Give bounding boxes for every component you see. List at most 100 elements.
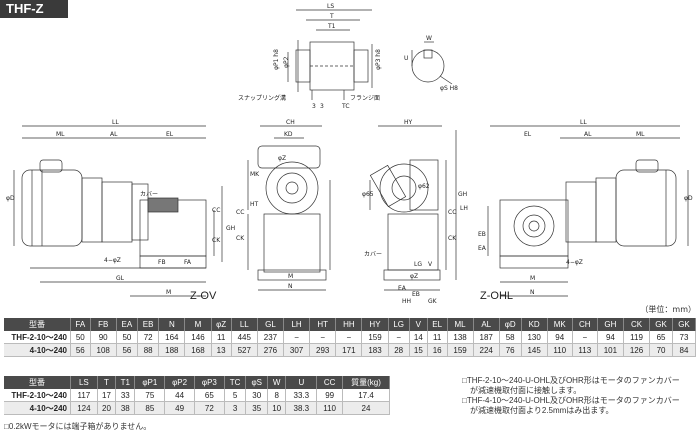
dim-label: AL (584, 131, 592, 138)
cell: 56 (116, 343, 139, 357)
col-header: MK (547, 318, 573, 331)
dim-label: 3 (312, 103, 316, 110)
dim-label: EL (166, 131, 174, 138)
cell: 276 (257, 343, 285, 357)
cell: 17.4 (342, 389, 390, 402)
col-header: KD (521, 318, 548, 331)
dim-label: CC (212, 207, 220, 214)
table-row: 4-10〜240 56 108 56 88 188 168 13 527 276… (4, 343, 697, 357)
dim-label: φ65 (362, 191, 374, 198)
note-line: □THF-2-10〜240-U-OHL及びOHR形はモータのファンカバー (462, 376, 680, 385)
cell: 65 (194, 389, 225, 402)
cell: 164 (158, 331, 186, 344)
col-header: CH (572, 318, 598, 331)
note-line: が減速機取付面より2.5mmはみ出ます。 (462, 406, 614, 415)
dim-label: N (530, 289, 535, 296)
col-header: FA (70, 318, 91, 331)
dim-label: M (530, 275, 535, 282)
cell: − (283, 331, 311, 344)
dim-label: φZ (410, 273, 418, 280)
col-header: W (267, 376, 287, 389)
cell: 65 (649, 331, 673, 344)
col-header: EL (427, 318, 448, 331)
cell: 72 (137, 331, 160, 344)
col-header: N (158, 318, 186, 331)
dim-label: EB (478, 231, 486, 238)
cell: 56 (70, 343, 91, 357)
cell: 73 (672, 331, 697, 344)
dim-label: 3 (320, 103, 324, 110)
cell: 88 (137, 343, 160, 357)
table-row: 4-10〜240 124 20 38 85 49 72 3 35 10 38.3… (4, 401, 390, 415)
spec-table-main: 型番 FA FB EA EB N M φZ LL GL LH HT HH HY … (4, 318, 697, 357)
dim-label: ML (56, 131, 65, 138)
spec-table-shaft: 型番 LS T T1 φP1 φP2 φP3 TC φS W U CC 質量(k… (4, 376, 390, 415)
dim-text: LS T T1 φP1 h8 φP2 φP3 h8 3 3 TC スナップリング… (6, 3, 693, 305)
col-header: GH (597, 318, 624, 331)
col-header: T (97, 376, 117, 389)
dim-label: V (428, 261, 433, 268)
col-header: GK (672, 318, 697, 331)
cell: 130 (521, 331, 548, 344)
cell: 171 (335, 343, 363, 357)
dim-label: T1 (327, 23, 336, 30)
dim-label: φD (684, 195, 693, 202)
dim-label: LL (112, 119, 119, 126)
view-label-ov: Z-OV (190, 290, 217, 302)
col-header: GK (649, 318, 673, 331)
dim-label: カバー (140, 191, 158, 198)
cell: 11 (211, 331, 232, 344)
col-header: 型番 (4, 376, 71, 389)
dim-label: GL (116, 275, 125, 282)
footnote: □0.2kWモータには端子箱がありません。 (4, 422, 152, 431)
dim-label: スナップリング溝 (238, 94, 286, 102)
cell: 293 (309, 343, 337, 357)
dim-label: U (404, 55, 408, 62)
dim-label: FB (158, 259, 166, 266)
cell: − (388, 331, 410, 344)
cell: 101 (597, 343, 624, 357)
cell: 3 (224, 401, 247, 415)
col-header: φP1 (134, 376, 166, 389)
dim-label: EA (478, 245, 487, 252)
dim-label: φD (6, 195, 15, 202)
cell: 445 (231, 331, 258, 344)
note-line: が減速機取付面に接触します。 (462, 386, 582, 395)
cell: 50 (70, 331, 91, 344)
cell: − (572, 331, 598, 344)
dim-label: CC (448, 209, 456, 216)
cell: 15 (409, 343, 428, 357)
cell: 145 (521, 343, 548, 357)
col-header: φZ (211, 318, 232, 331)
cell: 4-10〜240 (4, 343, 71, 357)
col-header: HY (361, 318, 389, 331)
cell: 527 (231, 343, 258, 357)
dim-label: EB (412, 291, 420, 298)
dim-label: W (426, 35, 432, 42)
cell: 94 (547, 331, 573, 344)
dim-label: EL (524, 131, 532, 138)
dim-label: HH (402, 298, 411, 305)
cell: 124 (70, 401, 98, 415)
dim-label: HT (250, 201, 259, 208)
dim-label: M (166, 289, 171, 296)
col-header: HH (335, 318, 363, 331)
dim-label: AL (110, 131, 118, 138)
cell: 168 (184, 343, 212, 357)
dim-label: φS H8 (440, 85, 458, 92)
cell: 90 (90, 331, 117, 344)
dim-label: CC (236, 209, 244, 216)
cell: 4-10〜240 (4, 401, 71, 415)
col-header: U (285, 376, 318, 389)
col-header: TC (224, 376, 247, 389)
cell: 113 (572, 343, 598, 357)
dim-label: N (288, 283, 293, 290)
cell: 237 (257, 331, 285, 344)
col-header: LG (388, 318, 410, 331)
dim-label: φZ (278, 155, 286, 162)
col-header: CC (316, 376, 343, 389)
cell: 159 (447, 343, 474, 357)
col-header: φS (245, 376, 268, 389)
dim-label: T (329, 13, 334, 20)
col-header: LS (70, 376, 98, 389)
